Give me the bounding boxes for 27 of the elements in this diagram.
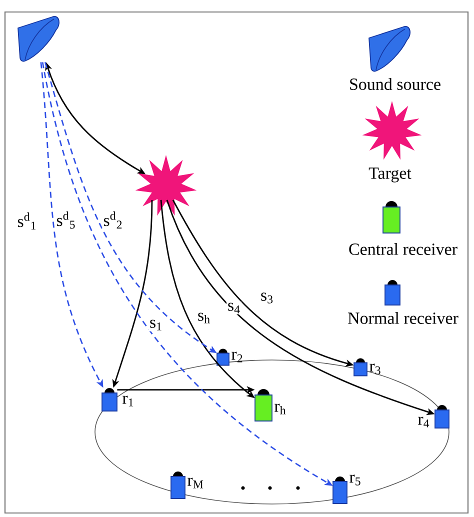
- legend-label: Sound source: [350, 78, 440, 90]
- edge-label: s$^{d}$5: [55, 210, 77, 230]
- edge-label: s$_{h}$: [196, 312, 212, 324]
- legend-label: Normal receiver: [348, 312, 458, 324]
- receiver-label: r$_{2}$: [232, 352, 242, 362]
- receiver-icon: [254, 389, 272, 422]
- legend-label: Target: [368, 168, 412, 182]
- receiver-icon: [216, 348, 230, 366]
- loudspeaker-icon: [18, 16, 60, 62]
- edge-label: s$^{d}$2: [102, 210, 124, 230]
- receiver-label: r$_{M}$: [188, 478, 204, 488]
- receiver-label: r$_{3}$: [370, 364, 380, 374]
- receiver-label: r$_{4}$: [418, 416, 430, 428]
- receiver-icon: [332, 476, 348, 504]
- legend-label: Central receiver: [349, 243, 458, 255]
- receiver-icon: [170, 472, 186, 499]
- receiver-icon: [102, 388, 118, 412]
- receiver-icon: [354, 358, 368, 376]
- star-shape: [135, 155, 197, 216]
- edge-label: s$_{1}$: [148, 318, 164, 332]
- receiver-label: r$_{1}$: [122, 396, 134, 406]
- receiver-label: r$_{h}$: [274, 404, 286, 414]
- receiver-label: r$_{5}$: [350, 474, 360, 486]
- edge-label: s$_{4}$: [226, 302, 242, 314]
- edge-label: s$_{3}$: [259, 292, 275, 304]
- receiver-icon: [434, 405, 450, 428]
- edge-label: s$^{d}$1: [16, 211, 38, 231]
